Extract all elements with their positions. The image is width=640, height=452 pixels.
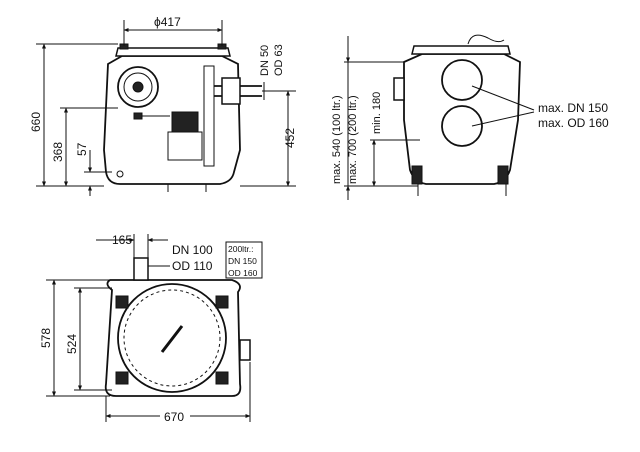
front-drain <box>116 170 124 178</box>
top-lid-circle <box>117 283 227 393</box>
side-min180-label: min. 180 <box>371 92 383 134</box>
front-view: ϕ417 DN 50 OD 63 660 368 57 452 <box>29 15 297 196</box>
top-view: 165 DN 100 OD 110 200ltr.: DN 150 OD 160… <box>39 233 263 424</box>
front-valve <box>221 77 241 105</box>
top-note-line3: OD 160 <box>228 268 258 278</box>
side-view: max. DN 150 max. OD 160 max. 540 (100 lt… <box>331 34 609 200</box>
front-pump-column <box>203 65 215 167</box>
dim-diameter-label: ϕ417 <box>154 15 181 29</box>
side-dn150-label: max. DN 150 <box>538 101 608 115</box>
top-corner-tl <box>115 295 129 309</box>
side-inlet-lower <box>441 105 483 147</box>
top-tank-outline <box>104 279 242 397</box>
side-cable <box>467 34 505 45</box>
side-foot-right <box>497 165 509 185</box>
dim-670-label: 670 <box>164 410 184 424</box>
dim-524-label: 524 <box>65 334 79 354</box>
dim-165-label: 165 <box>112 233 132 247</box>
dim-452-label: 452 <box>283 128 297 148</box>
side-foot-left <box>411 165 423 185</box>
top-note-box <box>225 241 263 279</box>
top-corner-br <box>215 371 229 385</box>
dim-368-label: 368 <box>51 142 65 162</box>
front-inlet-inner <box>123 72 153 102</box>
dim-od63-label: OD 63 <box>273 44 285 76</box>
side-inlet-stub <box>393 77 405 101</box>
front-inlet-outer <box>117 66 159 108</box>
dim-578-label: 578 <box>39 328 53 348</box>
dim-dn50-label: DN 50 <box>259 45 271 76</box>
top-lid-handle <box>160 325 184 353</box>
front-lid <box>115 47 231 57</box>
top-inlet-stub <box>133 257 149 281</box>
side-inlet-upper <box>441 59 483 101</box>
top-lid-inner <box>123 289 221 387</box>
dim-660-label: 660 <box>29 112 43 132</box>
side-base-feet <box>417 184 507 196</box>
front-base-leg <box>167 184 207 192</box>
top-outlet-stub <box>239 339 251 361</box>
side-od160-label: max. OD 160 <box>538 116 609 130</box>
side-max700-label: max. 700 (200 ltr.) <box>347 95 359 184</box>
side-lid <box>411 45 511 55</box>
front-pump-motor <box>171 111 199 133</box>
dim-57-label: 57 <box>75 142 89 156</box>
side-max540-label: max. 540 (100 ltr.) <box>331 95 343 184</box>
top-dn100-label: DN 100 <box>172 243 213 257</box>
front-float <box>133 112 143 120</box>
front-pump-housing <box>167 131 203 161</box>
top-corner-tr <box>215 295 229 309</box>
top-od110-label: OD 110 <box>172 259 213 273</box>
top-corner-bl <box>115 371 129 385</box>
front-tank-body <box>103 55 241 185</box>
front-inlet-hub <box>132 81 144 93</box>
top-note-line1: 200ltr.: <box>228 244 254 254</box>
top-note-line2: DN 150 <box>228 256 257 266</box>
